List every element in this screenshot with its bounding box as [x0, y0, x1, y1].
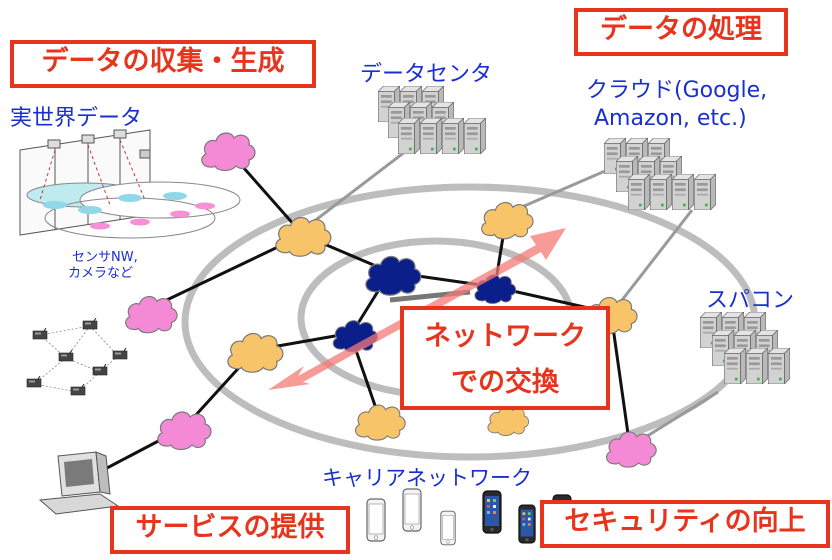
- supercomputer-servers-icon: [700, 312, 790, 384]
- callout-network-exchange-line1: ネットワーク: [424, 321, 586, 352]
- label-supercomputer: スパコン: [706, 288, 795, 313]
- label-sensor-line2: カメラなど: [68, 266, 134, 281]
- callout-data-processing: データの処理: [574, 8, 788, 56]
- callout-network-exchange: ネットワーク での交換: [400, 306, 610, 410]
- label-cloud-line2: Amazon, etc.): [594, 106, 747, 131]
- exchange-arrow: [268, 228, 566, 390]
- label-cloud-line1: クラウド(Google,: [586, 78, 768, 103]
- callout-data-collection: データの収集・生成: [10, 40, 316, 88]
- sensor-network-icon: [26, 318, 128, 396]
- label-data-center: データセンタ: [360, 62, 493, 87]
- desktop-computer-icon: [38, 451, 120, 515]
- callout-network-exchange-line2: での交換: [451, 367, 559, 398]
- datacenter-servers-icon: [378, 86, 486, 154]
- cloud-servers-icon: [604, 138, 716, 210]
- label-carrier-network: キャリアネットワーク: [322, 466, 532, 490]
- callout-service-provision: サービスの提供: [110, 506, 350, 554]
- label-real-world-data: 実世界データ: [10, 106, 143, 131]
- real-world-room-icon: [19, 129, 241, 239]
- callout-security: セキュリティの向上: [540, 500, 830, 548]
- label-sensor-line1: センサNW,: [72, 250, 138, 265]
